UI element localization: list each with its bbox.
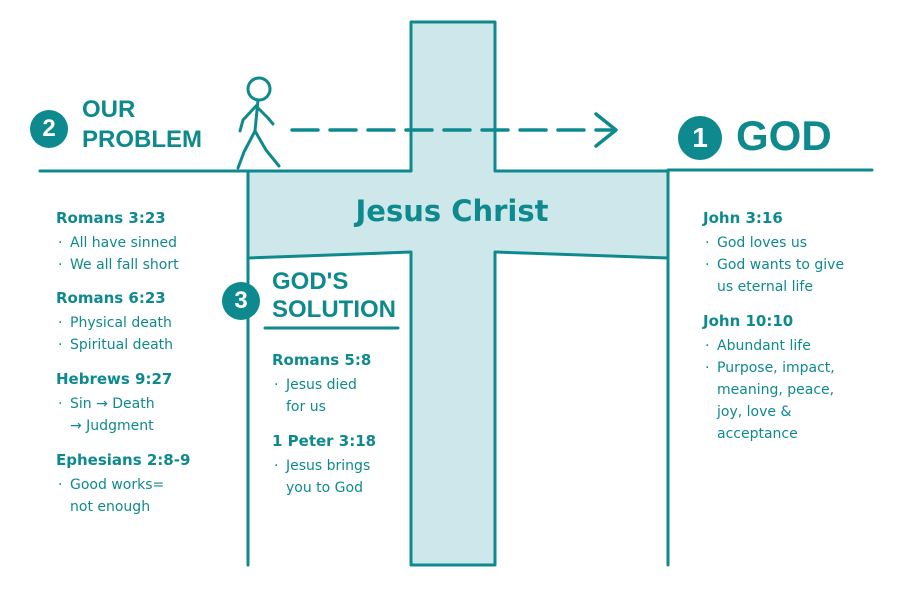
verse-point: We all fall short bbox=[56, 254, 179, 276]
verse-point: God loves us bbox=[703, 232, 844, 254]
verse-point: acceptance bbox=[717, 426, 798, 442]
verse-point: you to God bbox=[286, 480, 363, 496]
verse-point: All have sinned bbox=[56, 232, 179, 254]
solution-verse-romans-5-8: Romans 5:8 Jesus died for us bbox=[272, 351, 371, 418]
verse-point: Physical death bbox=[56, 312, 173, 334]
verse-point: Purpose, impact, bbox=[703, 357, 835, 379]
verse-point: → Judgment bbox=[70, 418, 154, 434]
verse-point: Spiritual death bbox=[56, 334, 173, 356]
problem-verse-hebrews-9-27: Hebrews 9:27 Sin → Death → Judgment bbox=[56, 370, 172, 437]
cross-shape bbox=[246, 20, 670, 567]
solution-number-badge: 3 bbox=[222, 282, 260, 320]
god-verse-john-3-16: John 3:16 God loves us God wants to give… bbox=[703, 209, 844, 298]
solution-heading-line2: SOLUTION bbox=[272, 296, 396, 323]
problem-heading-line1: OUR bbox=[82, 96, 136, 123]
verse-point: Good works= bbox=[56, 474, 190, 496]
god-heading: GOD bbox=[736, 112, 832, 159]
verse-point: God wants to give bbox=[703, 254, 844, 276]
problem-verse-romans-6-23: Romans 6:23 Physical death Spiritual dea… bbox=[56, 289, 173, 356]
verse-point: us eternal life bbox=[717, 279, 813, 295]
problem-heading-line2: PROBLEM bbox=[82, 126, 202, 153]
verse-reference: Romans 5:8 bbox=[272, 351, 372, 369]
verse-point: meaning, peace, bbox=[717, 382, 835, 398]
verse-point: joy, love & bbox=[717, 404, 792, 420]
verse-reference: 1 Peter 3:18 bbox=[272, 432, 377, 450]
problem-number-badge: 2 bbox=[30, 110, 68, 148]
verse-point: Jesus died bbox=[272, 374, 371, 396]
solution-heading-line1: GOD'S bbox=[272, 268, 349, 295]
problem-verse-ephesians-2-8-9: Ephesians 2:8-9 Good works= not enough bbox=[56, 451, 190, 518]
verse-point: Sin → Death bbox=[56, 393, 172, 415]
verse-reference: Romans 3:23 bbox=[56, 209, 166, 227]
verse-reference: John 3:16 bbox=[703, 209, 783, 227]
verse-point: Jesus brings bbox=[272, 455, 376, 477]
verse-reference: Hebrews 9:27 bbox=[56, 370, 173, 388]
verse-reference: Ephesians 2:8-9 bbox=[56, 451, 191, 469]
dashed-arrow-icon bbox=[290, 112, 618, 148]
solution-verse-1-peter-3-18: 1 Peter 3:18 Jesus brings you to God bbox=[272, 432, 376, 499]
cross-label: Jesus Christ bbox=[355, 194, 549, 228]
verse-point: Abundant life bbox=[703, 335, 835, 357]
god-verse-john-10-10: John 10:10 Abundant life Purpose, impact… bbox=[703, 312, 835, 445]
problem-verse-romans-3-23: Romans 3:23 All have sinned We all fall … bbox=[56, 209, 179, 276]
verse-reference: John 10:10 bbox=[703, 312, 794, 330]
verse-reference: Romans 6:23 bbox=[56, 289, 166, 307]
god-number-badge: 1 bbox=[678, 116, 722, 160]
stick-figure-walking-icon bbox=[236, 76, 281, 170]
verse-point: for us bbox=[286, 399, 326, 415]
verse-point: not enough bbox=[70, 499, 151, 515]
